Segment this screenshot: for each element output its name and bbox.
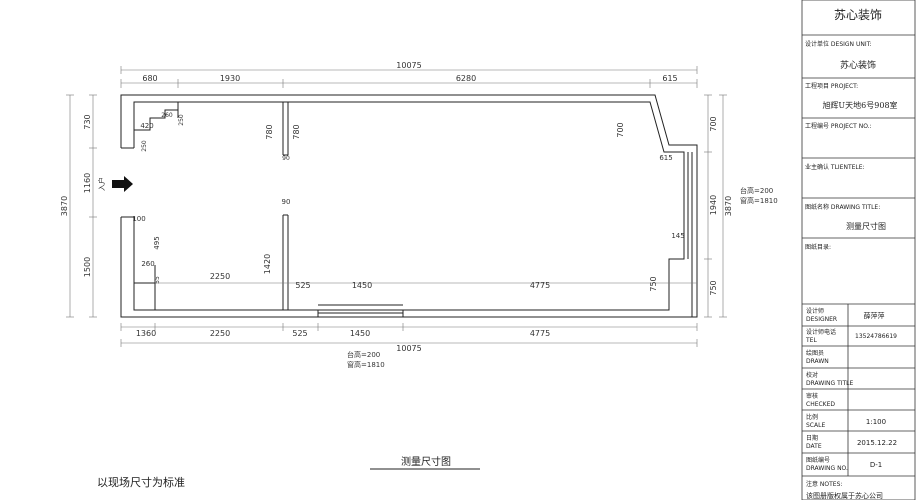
drawing-no-label-cn: 图纸编号: [806, 456, 830, 464]
design-unit-value: 苏心装饰: [840, 59, 876, 71]
project-value: 旭辉U天地6号908室: [822, 100, 897, 110]
date-label-cn: 日期: [806, 434, 818, 442]
dim-left-730: 730: [83, 114, 92, 129]
dim-right-overall: 3870: [724, 196, 733, 216]
owner-confirm-label: 业主确认 TLIENTELE:: [805, 163, 865, 171]
project-label: 工程项目 PROJECT:: [805, 82, 858, 90]
dim-bottom-1360: 1360: [136, 329, 156, 338]
designer-label-en: DESIGNER: [806, 316, 837, 323]
dim-inner-250a: 250: [178, 114, 185, 126]
dim-left-overall: 3870: [60, 196, 69, 216]
window-height-bottom: 窗高=1810: [347, 360, 385, 369]
scale-label-en: SCALE: [806, 422, 825, 429]
dim-inner-55: 55: [154, 276, 161, 284]
dim-top-615: 615: [662, 74, 677, 83]
dim-inner-90b: 90: [282, 198, 291, 206]
date-label-en: DATE: [806, 443, 822, 450]
drawn-label-en: DRAWN: [806, 358, 829, 365]
dim-top-680: 680: [142, 74, 157, 83]
dim-mid-700: 700: [616, 122, 625, 137]
dimension-lines: [66, 66, 727, 347]
dim-mid-750: 750: [649, 276, 658, 291]
entry-arrow-icon: [112, 176, 133, 192]
dim-inner-90a: 90: [282, 155, 290, 162]
scale-value: 1:100: [866, 418, 886, 426]
dim-inner-260: 260: [161, 112, 173, 119]
dim-top-overall: 10075: [396, 61, 421, 70]
scale-label-cn: 比例: [806, 413, 818, 421]
window-height-right: 窗高=1810: [740, 196, 778, 205]
main-drawing-title: 测量尺寸图: [401, 455, 451, 468]
dim-inner-2250: 2250: [210, 272, 230, 281]
check-label-cn: 校对: [806, 371, 818, 379]
design-unit-label: 设计单位 DESIGN UNIT:: [805, 40, 872, 48]
designer-label-cn: 设计师: [806, 307, 824, 315]
drawing-title-label: 图纸名称 DRAWING TITLE:: [805, 203, 880, 211]
dimension-labels: 10075 680 1930 6280 615 1360 2250 525 14…: [60, 61, 733, 353]
title-block: [801, 0, 916, 500]
project-no-label: 工程编号 PROJECT NO.:: [805, 122, 872, 130]
dim-mid-780a: 780: [265, 124, 274, 139]
designer-tel-label-cn: 设计师电话: [806, 328, 836, 336]
drawing-no-value: D-1: [870, 461, 882, 469]
drawing-title-value: 测量尺寸图: [846, 221, 886, 231]
notes-label: 注意 NOTES:: [806, 480, 842, 488]
dim-mid-1420: 1420: [263, 254, 272, 274]
site-note: 以现场尺寸为标准: [97, 475, 185, 489]
direction-label: 入户: [97, 177, 106, 191]
dim-right-1940: 1940: [709, 195, 718, 215]
dim-bottom-overall: 10075: [396, 344, 421, 353]
dim-inner-145: 145: [671, 232, 684, 240]
dim-inner-260b: 260: [141, 260, 154, 268]
dim-inner-1450: 1450: [352, 281, 372, 290]
dim-mid-780b: 780: [292, 124, 301, 139]
walls: [120, 94, 698, 318]
designer-tel-label-en: TEL: [805, 337, 817, 344]
sill-height-bottom: 台高=200: [347, 350, 380, 359]
dim-bottom-2250: 2250: [210, 329, 230, 338]
dim-right-700: 700: [709, 116, 718, 131]
dim-inner-250b: 250: [141, 140, 148, 152]
dim-inner-495: 495: [153, 236, 161, 249]
drawing-no-label-en: DRAWING NO.: [806, 465, 848, 472]
sill-height-right: 台高=200: [740, 186, 773, 195]
drawn-label-cn: 绘图员: [806, 349, 824, 357]
dim-inner-525: 525: [295, 281, 310, 290]
dim-inner-615: 615: [659, 154, 672, 162]
dim-bottom-525: 525: [292, 329, 307, 338]
dim-inner-100: 100: [132, 215, 145, 223]
dim-left-1160: 1160: [83, 173, 92, 193]
dim-top-6280: 6280: [456, 74, 476, 83]
check-label-en: DRAWING TITLE: [806, 380, 854, 387]
dim-bottom-1450: 1450: [350, 329, 370, 338]
dim-bottom-4775: 4775: [530, 329, 550, 338]
designer-tel-value: 13524786619: [855, 333, 897, 340]
drawing-catalog-label: 图纸目录:: [805, 243, 831, 251]
company-name: 苏心装饰: [834, 8, 882, 22]
dim-right-750: 750: [709, 280, 718, 295]
designer-value: 薛萍萍: [864, 311, 885, 320]
dim-inner-4775: 4775: [530, 281, 550, 290]
dim-left-1500: 1500: [83, 257, 92, 277]
checked-label-en: CHECKED: [806, 401, 835, 408]
dim-inner-420: 420: [140, 122, 153, 130]
dim-top-1930: 1930: [220, 74, 240, 83]
checked-label-cn: 审核: [806, 392, 818, 400]
date-value: 2015.12.22: [857, 439, 897, 447]
notes-value: 该图册版权属于苏心公司: [806, 491, 883, 500]
